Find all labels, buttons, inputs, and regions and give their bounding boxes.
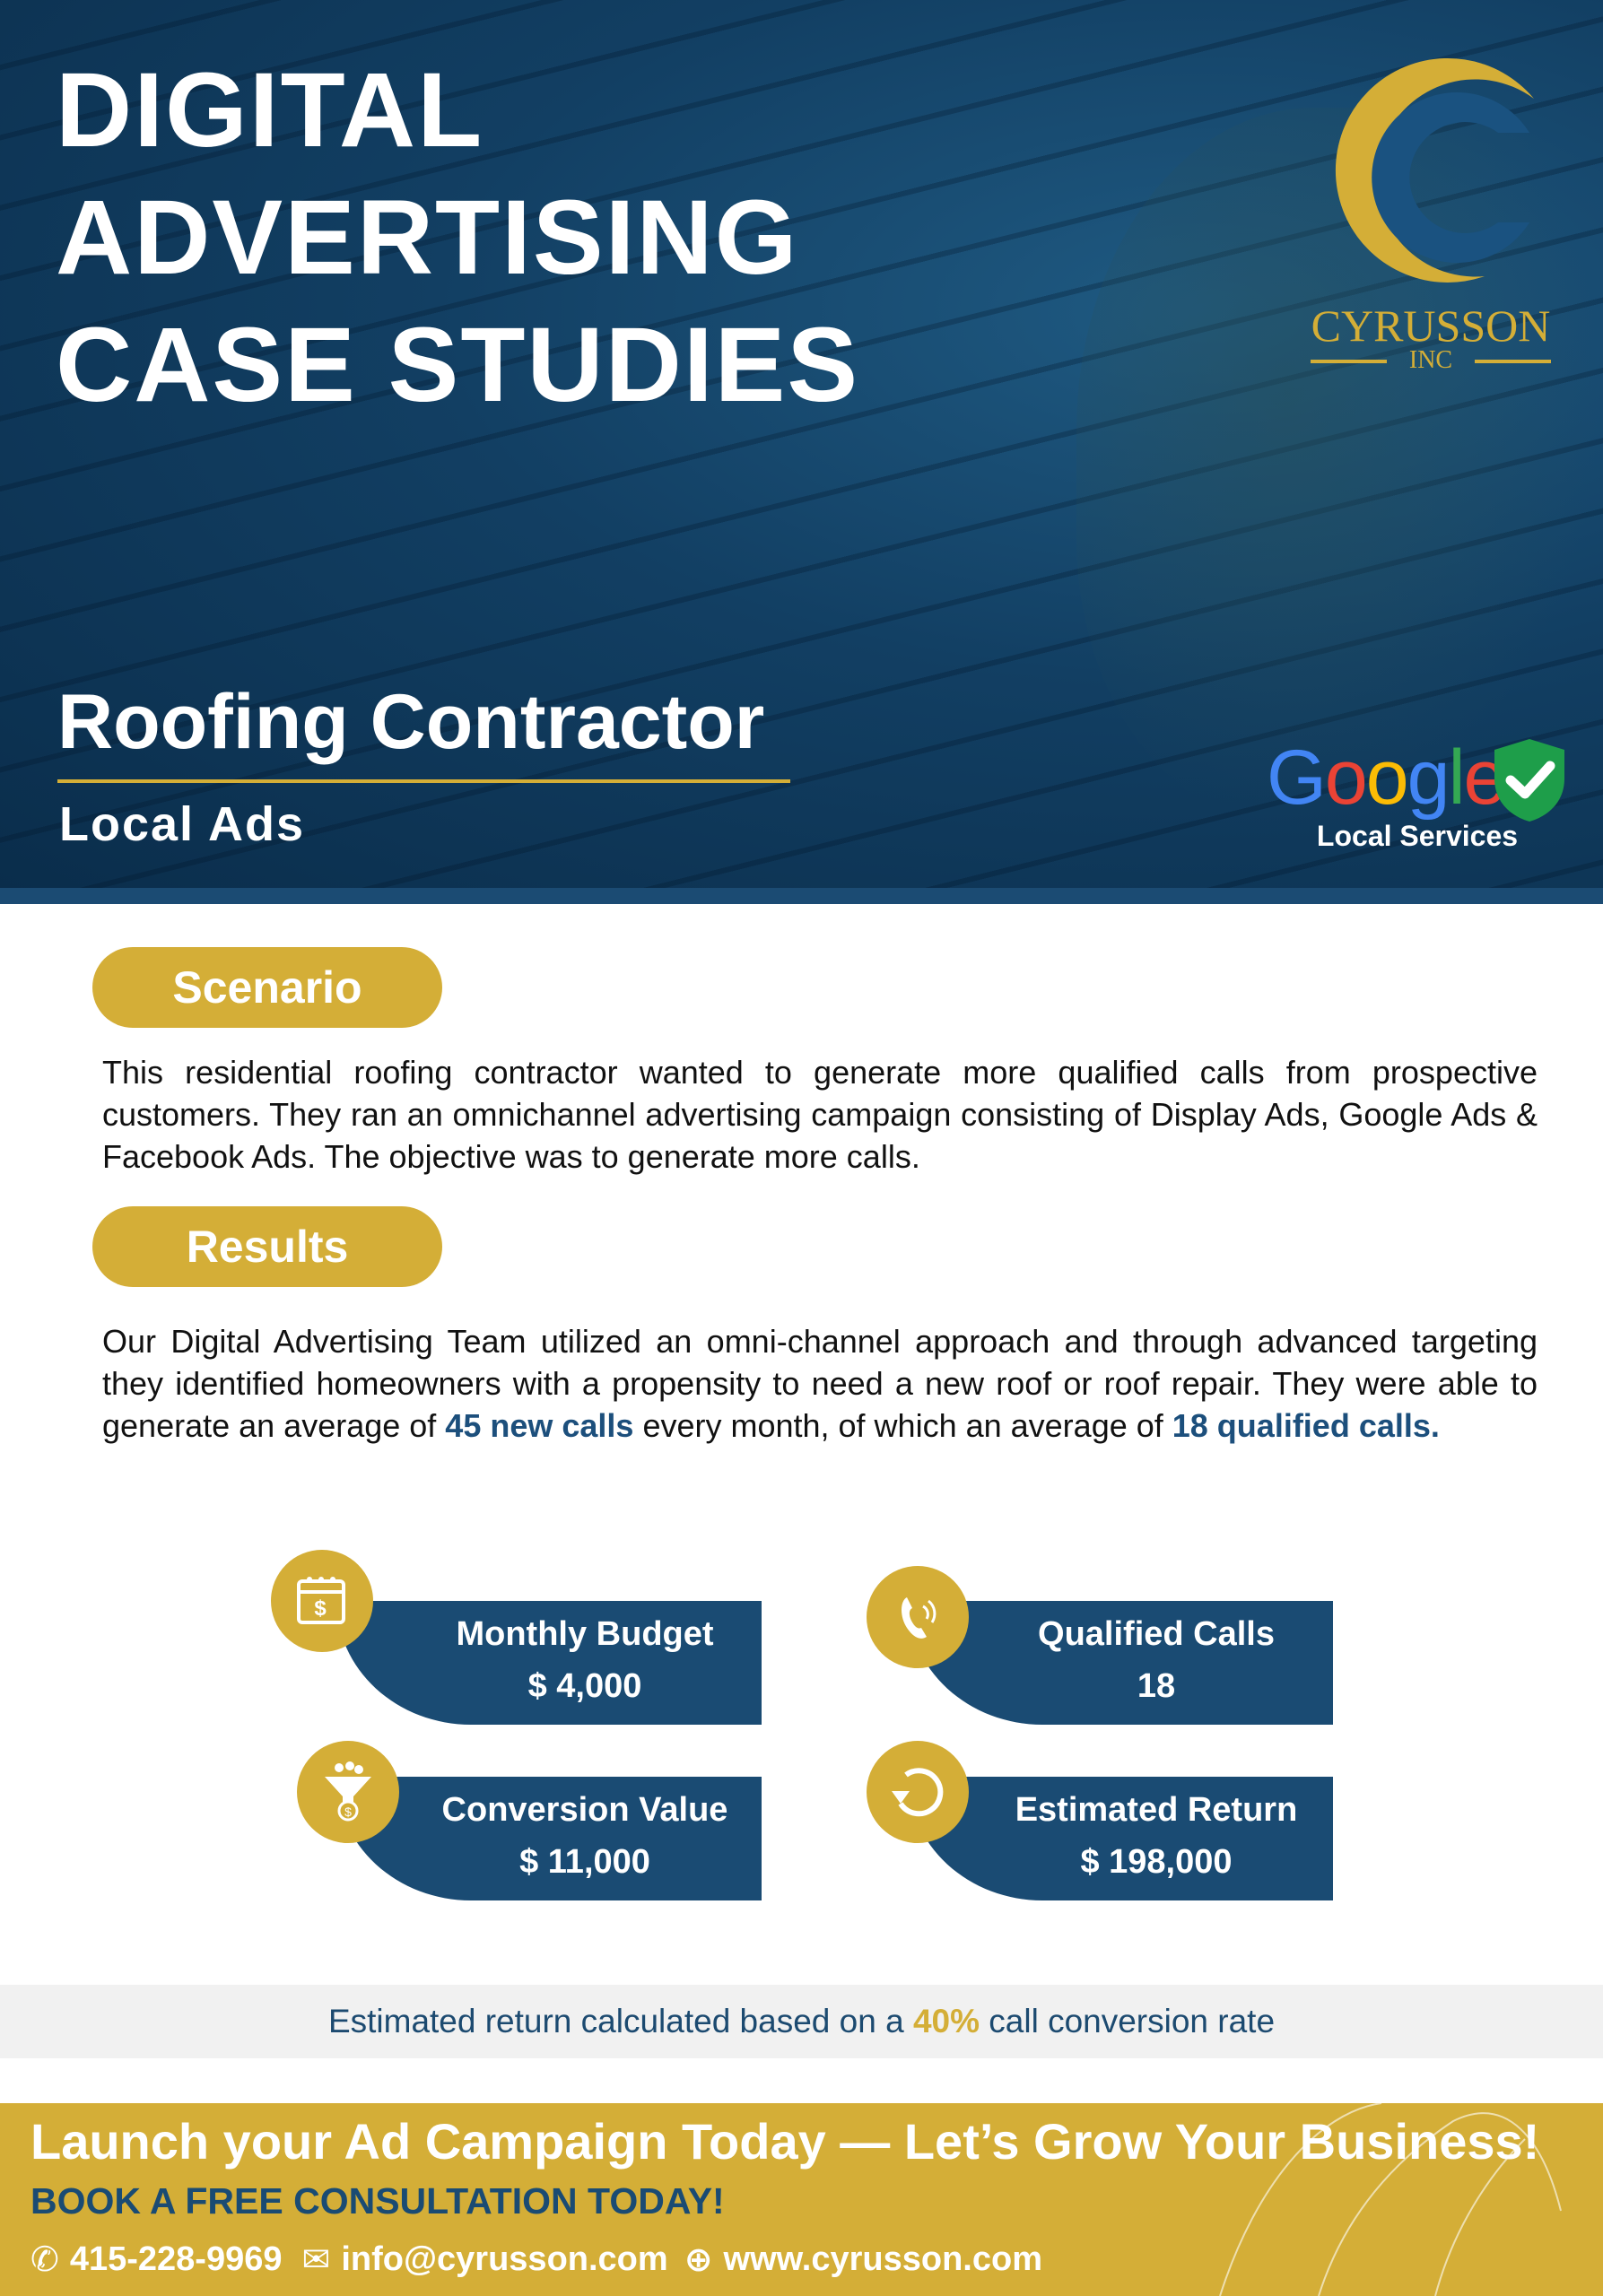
stat-value: $ 198,000: [1080, 1843, 1233, 1881]
conversion-note: Estimated return calculated based on a 4…: [0, 1985, 1603, 2058]
logo-suffix: INC: [1305, 346, 1556, 375]
refresh-icon: [867, 1741, 969, 1843]
title-line: DIGITAL: [56, 51, 484, 170]
stat-card-qualified-calls: Qualified Calls 18: [908, 1601, 1333, 1725]
svg-text:$: $: [344, 1805, 352, 1819]
results-text: Our Digital Advertising Team utilized an…: [102, 1320, 1538, 1447]
calendar-dollar-icon: $: [271, 1550, 373, 1652]
stat-value: $ 11,000: [519, 1843, 650, 1881]
stat-value: $ 4,000: [527, 1667, 642, 1705]
stat-card-estimated-return: Estimated Return $ 198,000: [908, 1777, 1333, 1900]
results-text-part: Our Digital Advertising Team utilized an…: [102, 1323, 1538, 1444]
subtitle-underline: [57, 779, 790, 783]
title-line: ADVERTISING: [56, 178, 799, 297]
consultation-cta[interactable]: BOOK A FREE CONSULTATION TODAY!: [30, 2180, 725, 2222]
stat-label: Monthly Budget: [456, 1615, 714, 1653]
email-icon: ✉: [301, 2241, 331, 2279]
new-calls-highlight: 45 new calls: [445, 1407, 634, 1444]
note-text: call conversion rate: [980, 2003, 1276, 2039]
conversion-rate-highlight: 40%: [912, 2003, 980, 2039]
page-title: DIGITAL ADVERTISING CASE STUDIES: [56, 47, 859, 429]
results-heading: Results: [92, 1206, 442, 1287]
stat-label: Estimated Return: [1015, 1791, 1298, 1829]
decorative-arcs: [1219, 2103, 1562, 2296]
funnel-dollar-icon: $: [297, 1741, 399, 1843]
stat-card-monthly-budget: Monthly Budget $ 4,000: [336, 1601, 762, 1725]
footer-cta: Launch your Ad Campaign Today — Let’s Gr…: [0, 2103, 1603, 2296]
scenario-text: This residential roofing contractor want…: [102, 1054, 1538, 1175]
results-text-part: every month, of which an average of: [633, 1407, 1172, 1444]
google-wordmark: Google: [1267, 735, 1506, 821]
case-subtitle: Roofing Contractor: [57, 679, 765, 765]
phone-link[interactable]: 415-228-9969: [69, 2240, 283, 2278]
divider-bar: [0, 888, 1603, 904]
stat-label: Conversion Value: [441, 1791, 728, 1829]
globe-icon: ⊕: [684, 2241, 713, 2279]
note-text: Estimated return calculated based on a: [327, 2003, 913, 2039]
contact-line: ✆ 415-228-9969 ✉ info@cyrusson.com ⊕ www…: [30, 2239, 1042, 2280]
stat-label: Qualified Calls: [1038, 1615, 1275, 1653]
stat-value: 18: [1137, 1667, 1176, 1705]
case-tagline: Local Ads: [59, 797, 306, 851]
svg-text:$: $: [314, 1596, 327, 1621]
title-line: CASE STUDIES: [56, 306, 860, 424]
qualified-calls-highlight: 18 qualified calls.: [1172, 1407, 1440, 1444]
verified-shield-icon: [1494, 739, 1564, 822]
phone-icon: [867, 1566, 969, 1668]
scenario-heading: Scenario: [92, 947, 442, 1028]
phone-icon: ✆: [30, 2241, 59, 2279]
local-services-label: Local Services: [1316, 820, 1519, 852]
footer-headline: Launch your Ad Campaign Today — Let’s Gr…: [30, 2113, 1540, 2170]
stat-card-conversion-value: Conversion Value $ 11,000: [336, 1777, 762, 1900]
logo-name: CYRUSSON: [1311, 300, 1551, 351]
website-link[interactable]: www.cyrusson.com: [723, 2240, 1043, 2278]
cyrusson-logo-icon: [1335, 57, 1534, 283]
email-link[interactable]: info@cyrusson.com: [341, 2240, 668, 2278]
